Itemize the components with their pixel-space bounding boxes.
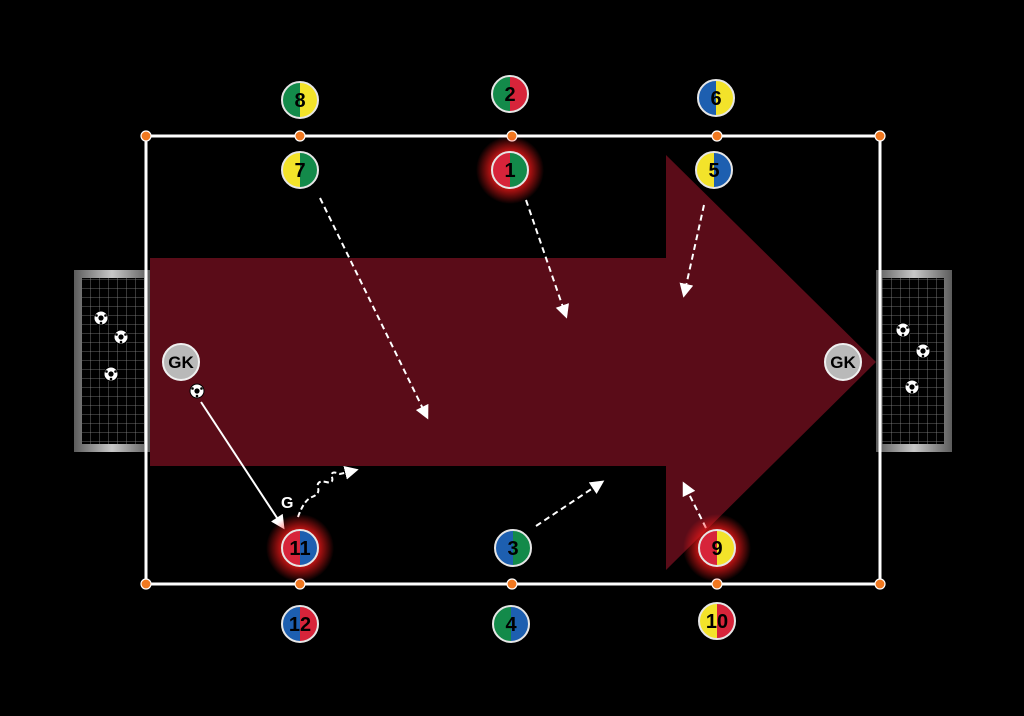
- player-8: 8: [281, 81, 319, 119]
- player-bib-left: [699, 603, 717, 639]
- player-3: 3: [494, 529, 532, 567]
- player-bib-right: [511, 606, 529, 642]
- cone-marker-icon: [140, 130, 152, 142]
- right-goal: [876, 270, 952, 452]
- player-6: 6: [697, 79, 735, 117]
- run-line-9: [682, 481, 707, 529]
- soccer-ball-icon: [189, 383, 205, 399]
- goalkeeper-label: GK: [168, 353, 194, 372]
- goal-net-icon: [882, 278, 944, 444]
- run-line-5: [679, 204, 705, 298]
- player-ring: [281, 151, 319, 189]
- goalkeeper-left: GK: [162, 343, 200, 381]
- player-bib-right: [513, 530, 531, 566]
- cone-marker-icon: [506, 578, 518, 590]
- direction-arrow: [150, 155, 876, 570]
- player-10: 10: [698, 602, 736, 640]
- player-2: 2: [491, 75, 529, 113]
- player-bib-right: [300, 82, 318, 118]
- left-goal: [74, 270, 150, 452]
- player-ring: [697, 79, 735, 117]
- player-7: 7: [281, 151, 319, 189]
- cone-marker-icon: [874, 130, 886, 142]
- goal-net-icon: [82, 278, 144, 444]
- soccer-ball-icon: [904, 379, 920, 395]
- player-bib-right: [717, 603, 735, 639]
- dribble-line: [297, 465, 359, 518]
- player-bib-right: [714, 152, 732, 188]
- player-number: 3: [507, 538, 518, 560]
- player-ring: [491, 75, 529, 113]
- player-ring: [281, 81, 319, 119]
- player-4: 4: [492, 605, 530, 643]
- player-ring: [698, 529, 736, 567]
- player-ring: [281, 605, 319, 643]
- goalkeeper-label: GK: [830, 353, 856, 372]
- player-ring: [281, 529, 319, 567]
- player-ring: [491, 151, 529, 189]
- player-bib-left: [698, 80, 716, 116]
- run-line-7: [319, 197, 429, 420]
- player-number: 7: [294, 160, 305, 182]
- player-bib-left: [492, 152, 510, 188]
- player-ring: [698, 602, 736, 640]
- soccer-ball-icon: [915, 343, 931, 359]
- player-bib-left: [495, 530, 513, 566]
- player-ring: [492, 605, 530, 643]
- player-bib-left: [493, 606, 511, 642]
- soccer-ball-icon: [103, 366, 119, 382]
- run-line-3: [535, 480, 605, 527]
- player-number: 8: [294, 90, 305, 112]
- player-12: 12: [281, 605, 319, 643]
- player-bib-right: [300, 606, 318, 642]
- player-9: 9: [683, 514, 751, 582]
- player-number: 5: [708, 160, 719, 182]
- player-bib-right: [300, 530, 318, 566]
- player-1: 1: [476, 136, 544, 204]
- goalkeeper-disc: [824, 343, 862, 381]
- player-number: 11: [289, 538, 310, 560]
- player-bib-right: [300, 152, 318, 188]
- player-number: 1: [504, 160, 515, 182]
- player-number: 9: [711, 538, 722, 560]
- player-bib-right: [716, 80, 734, 116]
- player-bib-left: [696, 152, 714, 188]
- goalkeeper-disc: [162, 343, 200, 381]
- player-bib-right: [717, 530, 735, 566]
- cone-marker-icon: [874, 578, 886, 590]
- movement-lines: [200, 197, 707, 530]
- balls: [93, 310, 931, 399]
- goalkeeper-right: GK: [824, 343, 862, 381]
- soccer-ball-icon: [93, 310, 109, 326]
- cone-marker-icon: [711, 130, 723, 142]
- player-bib-left: [282, 530, 300, 566]
- player-bib-left: [282, 606, 300, 642]
- player-number: 2: [504, 84, 515, 106]
- cone-marker-icon: [294, 130, 306, 142]
- soccer-ball-icon: [895, 322, 911, 338]
- cone-marker-icon: [140, 578, 152, 590]
- player-number: 4: [505, 614, 517, 636]
- player-ring: [695, 151, 733, 189]
- run-line-1: [525, 199, 569, 319]
- pass-line: [200, 401, 285, 530]
- action-label: G: [281, 495, 293, 512]
- player-bib-left: [492, 76, 510, 112]
- player-ring: [494, 529, 532, 567]
- player-number: 12: [289, 614, 311, 636]
- player-bib-right: [510, 152, 528, 188]
- player-number: 6: [710, 88, 721, 110]
- player-number: 10: [706, 611, 728, 633]
- soccer-ball-icon: [113, 329, 129, 345]
- player-bib-left: [282, 152, 300, 188]
- player-5: 5: [695, 151, 733, 189]
- player-bib-left: [699, 530, 717, 566]
- player-bib-right: [510, 76, 528, 112]
- player-bib-left: [282, 82, 300, 118]
- player-11: 11: [266, 514, 334, 582]
